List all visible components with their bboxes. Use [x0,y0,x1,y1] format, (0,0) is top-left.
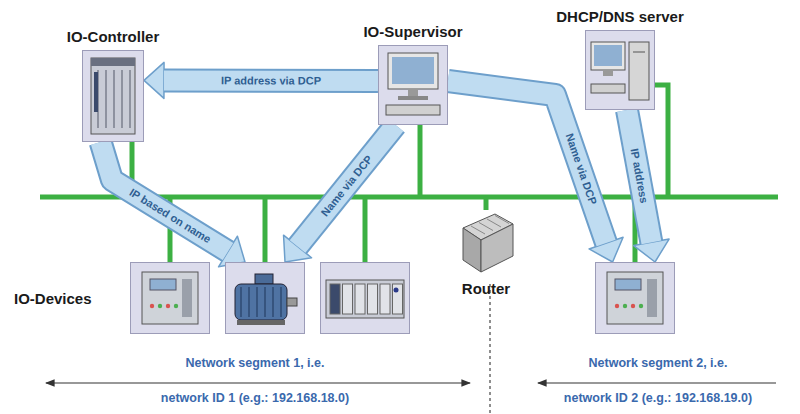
io-controller: IO-Controller [82,50,144,142]
arrow-label: IP based on name [127,187,212,245]
arrow-body [164,70,378,91]
io-device [130,262,210,334]
node-heading: Router [462,281,510,298]
arrow-label: Name via DCP [319,153,374,218]
bus-drop [484,197,489,210]
arrow-outline [101,142,228,252]
segment-span-arrow [46,382,470,383]
plc-icon [83,51,144,142]
fat-arrow-connector [101,142,245,267]
pc-icon [379,46,448,125]
bus-drop [655,85,668,197]
router-illustration [455,210,517,276]
plc-illustration [82,50,144,142]
segment-label: Network segment 2, i.e. [589,356,728,370]
io-device [595,262,675,334]
segment-label: network ID 2 (e.g.: 192.168.19.0) [564,391,752,405]
bus-drop [363,197,368,262]
rack-icon [321,263,410,334]
motor-icon [226,263,305,334]
arrow-outline [164,68,378,93]
module-icon [131,263,210,334]
node-heading: DHCP/DNS server [556,9,684,26]
arrow-body [448,81,606,243]
bus-drop [263,197,268,262]
motor-illustration [225,262,305,334]
segment-label: network ID 1 (e.g.: 192.168.18.0) [161,391,349,405]
dhcp-dns-server: DHCP/DNS server [585,30,655,110]
arrow-label: Name via DCP [563,132,598,206]
arrow-outline [448,81,606,243]
module-illustration [595,262,675,334]
router: Router [455,210,517,276]
arrow-head [634,239,669,262]
rack-illustration [320,262,410,334]
module-icon [596,263,675,334]
module-illustration [130,262,210,334]
arrow-label: IP address via DCP [221,75,321,86]
arrow-head [144,62,164,98]
arrow-outline [627,110,651,242]
fat-arrow-connector [144,62,378,98]
server-illustration [585,30,655,110]
bus-drop [418,125,423,197]
arrow-label: IP address [629,148,650,205]
arrow-body [627,110,651,242]
arrow-body [298,125,396,246]
fat-arrow-connector [284,125,396,262]
router-icon [463,214,513,272]
node-heading: IO-Controller [67,29,160,46]
arrow-outline [298,125,396,246]
arrow-body [101,142,228,252]
segment-label: Network segment 1, i.e. [186,356,325,370]
ethernet-bus [40,85,778,262]
io-device [320,262,410,334]
segment-span-arrow [538,382,776,383]
node-heading: IO-Supervisor [363,24,462,41]
server-icon [586,31,655,110]
io-device [225,262,305,334]
io-supervisor: IO-Supervisor [378,45,448,125]
group-label: IO-Devices [14,290,92,307]
fat-arrow-connector [627,110,669,262]
pc-illustration [378,45,448,125]
segment-divider [489,284,490,414]
